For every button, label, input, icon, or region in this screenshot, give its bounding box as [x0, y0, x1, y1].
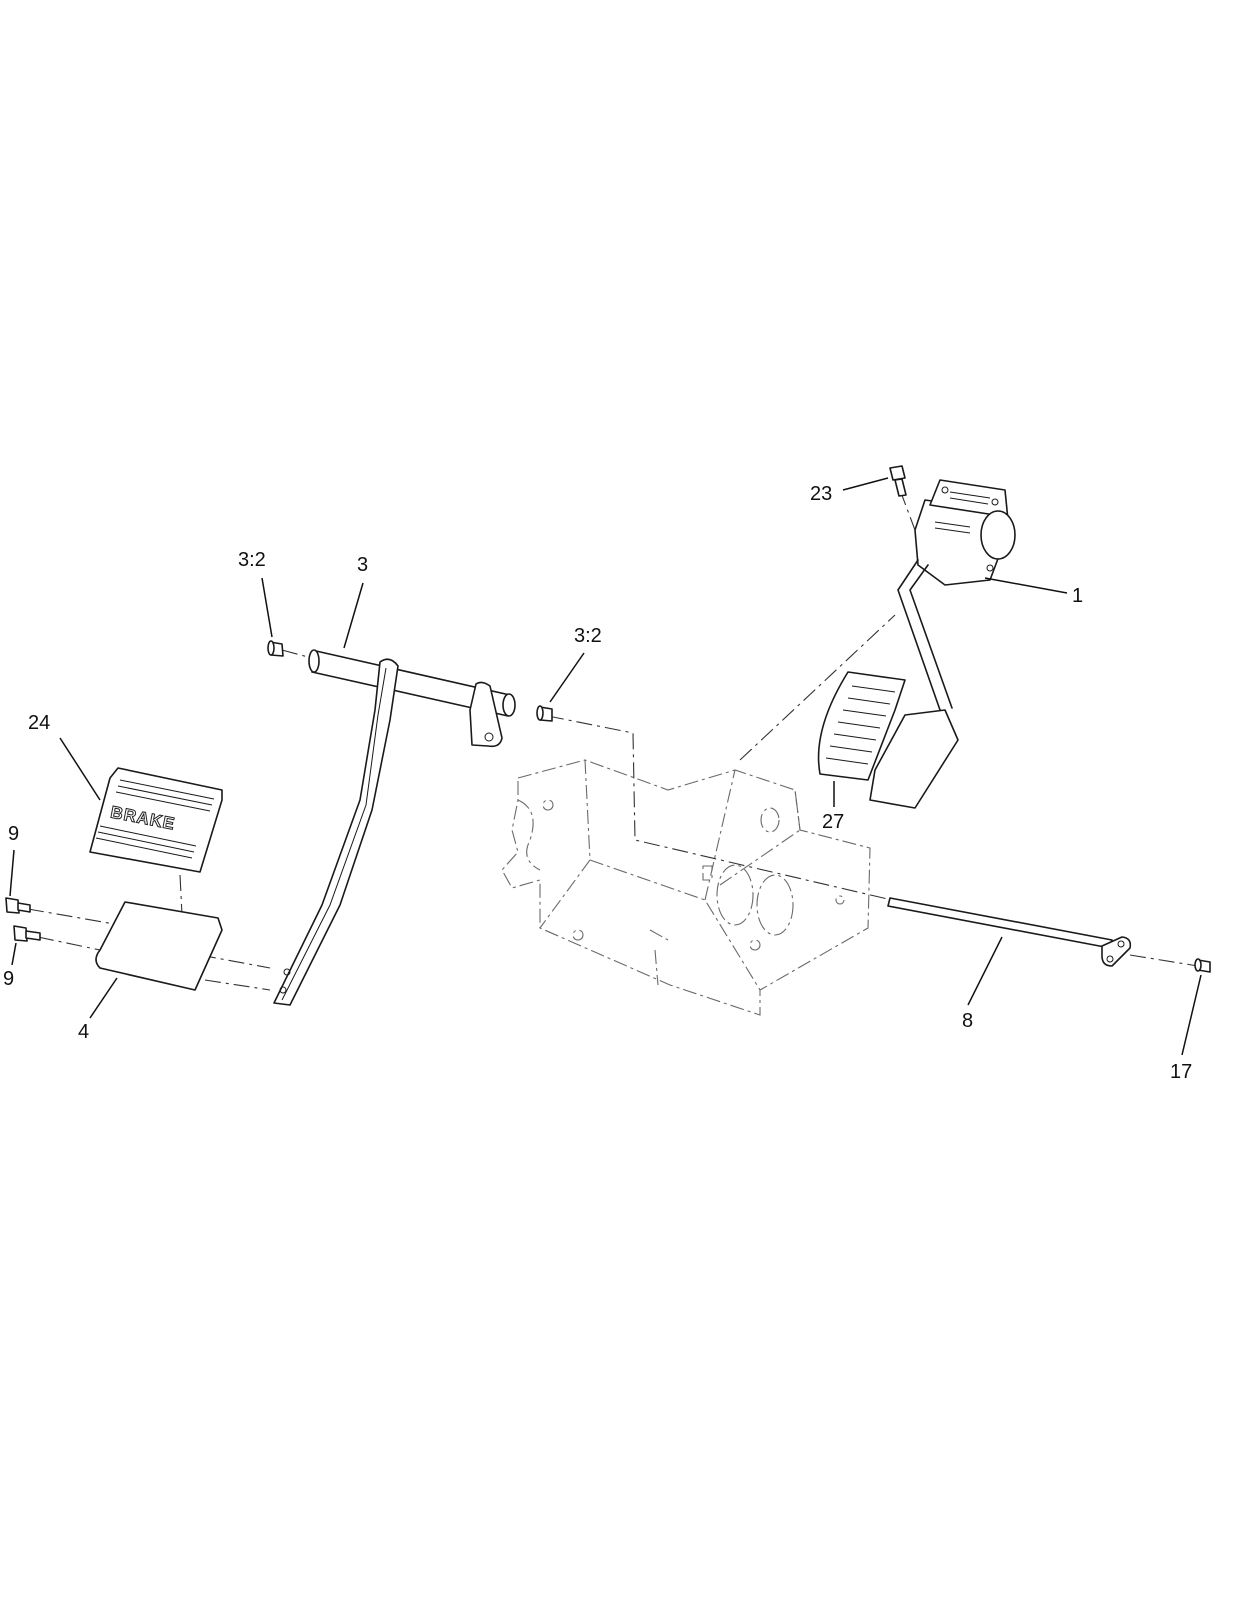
brake-shaft-assembly [273, 649, 516, 1006]
bolt-23 [889, 465, 907, 497]
leader-1 [984, 577, 1068, 594]
pivot-rod [887, 897, 1132, 967]
callout-27: 27 [822, 811, 844, 833]
leader-17 [1181, 974, 1202, 1056]
assembly-center-lines [27, 489, 1199, 991]
accelerator-pad [817, 671, 906, 781]
leader-3-2-left [261, 577, 273, 638]
callout-23: 23 [810, 483, 832, 505]
leader-8 [967, 936, 1003, 1006]
leader-24 [59, 737, 101, 801]
nut-17 [1194, 958, 1211, 973]
leader-3 [343, 582, 364, 649]
callout-3-2-right: 3:2 [574, 625, 602, 647]
callout-4: 4 [78, 1021, 89, 1043]
brake-pad-cover: BRAKE [89, 767, 223, 873]
bushing-3-2-left [267, 640, 284, 657]
bolt-9-bottom [13, 925, 41, 942]
callout-3-2-left: 3:2 [238, 549, 266, 571]
callout-24: 24 [28, 712, 50, 734]
bushing-3-2-right [536, 705, 553, 722]
leader-4 [89, 977, 118, 1019]
callout-9-bottom: 9 [3, 968, 14, 990]
callout-8: 8 [962, 1010, 973, 1032]
callout-1: 1 [1072, 585, 1083, 607]
accelerator-pedal-assembly [869, 479, 1016, 809]
brake-pedal-pad [95, 901, 223, 991]
callout-9-top: 9 [8, 823, 19, 845]
leader-lines [9, 477, 1202, 1056]
leader-9-bottom [11, 942, 17, 966]
bolt-9-top [5, 897, 31, 914]
callout-labels: 23 1 3:2 3 3:2 24 27 9 9 4 8 17 [3, 483, 1192, 1083]
callout-17: 17 [1170, 1061, 1192, 1083]
leader-23 [842, 477, 889, 491]
leader-3-2-right [549, 652, 585, 703]
mounting-bracket-phantom [501, 759, 871, 1016]
callout-3: 3 [357, 554, 368, 576]
leader-9-top [9, 849, 15, 897]
